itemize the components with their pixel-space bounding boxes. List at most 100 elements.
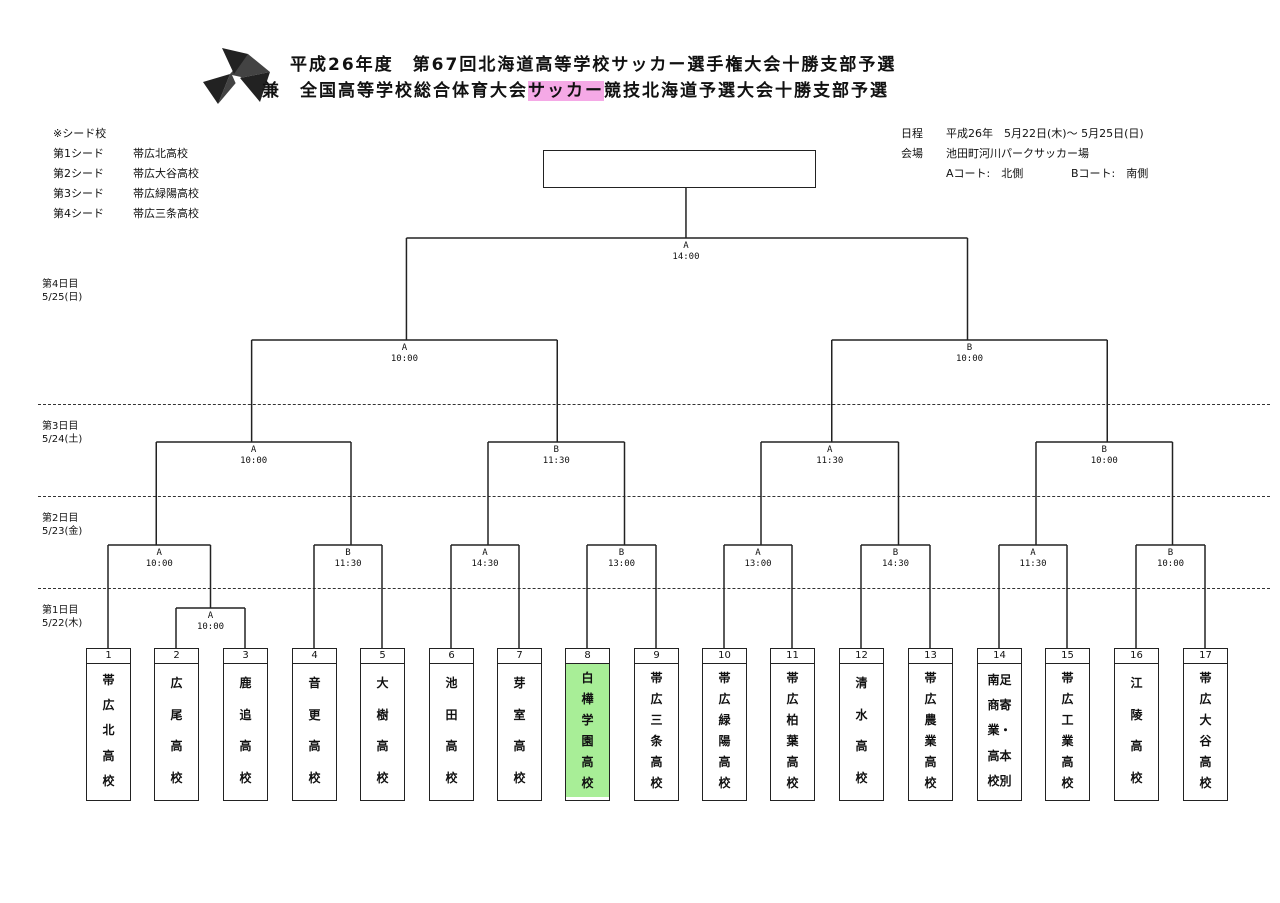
match-court: B: [345, 548, 351, 558]
team-name: 帯広緑陽高校: [703, 664, 746, 797]
team-name: 帯広工業高校: [1046, 664, 1089, 797]
schedule-value: 平成26年 5月22日(木)～ 5月25日(日): [946, 127, 1144, 140]
team-name-char: 尾: [170, 707, 183, 722]
team-name-char: 校: [239, 771, 252, 786]
team-name-char: 条: [650, 734, 663, 749]
team-number: 5: [361, 649, 404, 664]
team-name-char: 広: [786, 691, 799, 706]
seed-row: 第3シード帯広緑陽高校: [53, 187, 199, 200]
match-time: 10:00: [240, 456, 268, 466]
team-name-char: 高本: [987, 748, 1012, 763]
team-number: 6: [430, 649, 473, 664]
match-time: 11:30: [542, 456, 570, 466]
match-time: 11:30: [334, 559, 362, 569]
team-name-char: 業: [1061, 734, 1074, 749]
team-name: 帯広北高校: [87, 664, 130, 797]
team-name-char: 北: [102, 723, 115, 738]
team-name-char: 三: [650, 712, 663, 727]
match-time: 10:00: [1090, 456, 1118, 466]
match-time: 11:30: [816, 456, 844, 466]
team-name-char: 柏: [786, 712, 799, 727]
match-time: 10:00: [955, 354, 984, 364]
team-name-char: 校: [376, 771, 389, 786]
team-number: 12: [840, 649, 883, 664]
team-name-char: 高: [650, 755, 663, 770]
team-name-char: 高: [513, 739, 526, 754]
team-name-char: 校: [170, 771, 183, 786]
match-time: 14:30: [471, 559, 499, 569]
team-name-char: 葉: [786, 734, 799, 749]
team-name-char: 高: [1199, 755, 1212, 770]
title-highlight: サッカー: [528, 81, 604, 101]
title-line-1: 平成26年度 第67回北海道高等学校サッカー選手権大会十勝支部予選: [290, 55, 897, 75]
team-name: 音更高校: [293, 664, 336, 797]
team-name-char: 高: [924, 755, 937, 770]
team-name: 江陵高校: [1115, 664, 1158, 797]
team-name-char: 高: [786, 755, 799, 770]
match-court: B: [892, 548, 899, 558]
team-name-char: 高: [102, 748, 115, 763]
team-number: 8: [566, 649, 609, 664]
team-name-char: 鹿: [239, 675, 252, 690]
match-court: A: [683, 241, 689, 251]
team-name-char: 高: [1061, 755, 1074, 770]
venue-value: 池田町河川パークサッカー場: [946, 147, 1089, 160]
title-line-2: 兼 全国高等学校総合体育大会サッカー競技北海道予選大会十勝支部予選: [262, 81, 889, 101]
team-name-char: 校: [786, 776, 799, 791]
team-name-char: 大: [376, 675, 389, 690]
team-name-char: 高: [1130, 739, 1143, 754]
team-name-char: 大: [1199, 712, 1212, 727]
team-name-char: 学: [581, 712, 594, 727]
match-time: 11:30: [1019, 559, 1047, 569]
event-info: 日程平成26年 5月22日(木)～ 5月25日(日) 会場池田町河川パークサッカ…: [901, 124, 1148, 184]
team-name-char: 校: [513, 771, 526, 786]
team-name-char: 校: [1199, 776, 1212, 791]
team-name: 鹿追高校: [224, 664, 267, 797]
venue-label: 会場: [901, 147, 923, 160]
match-time: 14:00: [672, 252, 700, 262]
team-name-char: 高: [445, 739, 458, 754]
team-name-char: 広: [718, 691, 731, 706]
team-number: 4: [293, 649, 336, 664]
match-time: 10:00: [145, 559, 173, 569]
team-name-char: 音: [308, 675, 321, 690]
team-number: 2: [155, 649, 198, 664]
team-name: 池田高校: [430, 664, 473, 797]
match-court: B: [966, 343, 973, 353]
team-name-char: 水: [855, 707, 868, 722]
match-court: B: [1167, 548, 1174, 558]
team-name-char: 室: [513, 707, 526, 722]
team-name: 白樺学園高校: [566, 664, 609, 797]
team-name-char: 校: [650, 776, 663, 791]
team-name-char: 江: [1130, 675, 1143, 690]
team-name-char: 高: [376, 739, 389, 754]
team-number: 15: [1046, 649, 1089, 664]
team-name-char: 広: [924, 691, 937, 706]
match-time: 10:00: [390, 354, 418, 364]
team-name-char: 清: [855, 675, 868, 690]
match-time: 13:00: [744, 559, 772, 569]
team-name-char: 樺: [581, 691, 594, 706]
team-number: 7: [498, 649, 541, 664]
court-a: Aコート: 北側: [946, 167, 1024, 180]
